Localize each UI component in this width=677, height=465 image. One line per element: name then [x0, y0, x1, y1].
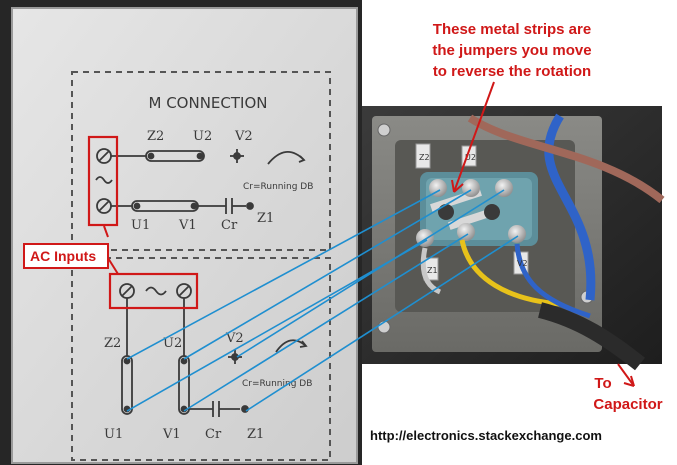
top-label-z2: Z2: [147, 129, 164, 144]
top-schematic: [95, 148, 306, 214]
bottom-label-u2: U2: [163, 336, 182, 351]
jumpers-arrow: [451, 81, 495, 193]
capacitor-note-line-1: To: [594, 375, 611, 392]
top-cap-note: Cr=Running DB: [243, 182, 313, 192]
tag-label-z1: Z1: [427, 266, 438, 275]
top-dashed-border: [71, 71, 331, 251]
bottom-schematic-labels: Z2 U2 V2 U1 V1 Cr Z1 Cr=Running DB: [104, 331, 312, 442]
bottom-label-v1: V1: [162, 427, 181, 442]
source-url: http://electronics.stackexchange.com: [370, 428, 602, 443]
top-label-v2: V2: [234, 129, 253, 144]
capacitor-arrow: [617, 363, 635, 387]
bottom-cap-note: Cr=Running DB: [242, 379, 312, 389]
tag-label-u2: U2: [465, 153, 476, 162]
tag-label-v2: V2: [517, 259, 528, 268]
ac-inputs-connector-top: [103, 225, 109, 238]
tag-label-z2: Z2: [419, 153, 430, 162]
jumpers-note-line-2: the jumpers you move: [432, 42, 591, 59]
ac-inputs-connector-bottom: [107, 257, 119, 275]
top-schematic-labels: Z2 U2 V2 U1 V1 Cr Z1 Cr=Running DB: [131, 129, 313, 233]
bottom-label-z1: Z1: [247, 427, 264, 442]
jumpers-note: These metal strips are the jumpers you m…: [432, 21, 591, 80]
terminal-box-photo: [362, 106, 665, 371]
bottom-label-v2: V2: [225, 331, 244, 346]
nameplate-photo: [0, 0, 362, 465]
ac-inputs-label: AC Inputs: [30, 248, 96, 264]
photo-tag-labels: Z2 U2 V2 Z1: [419, 153, 528, 275]
plate-title: M CONNECTION: [149, 94, 268, 112]
top-label-u2: U2: [193, 129, 212, 144]
capacitor-note: To Capacitor: [593, 375, 662, 413]
capacitor-note-line-2: Capacitor: [593, 396, 662, 413]
bottom-dashed-border: [71, 257, 331, 461]
ac-inputs-callout-box: [23, 243, 109, 269]
top-label-v1: V1: [178, 218, 197, 233]
ac-inputs-highlight-bottom: [108, 272, 199, 310]
top-label-z1: Z1: [257, 211, 274, 226]
mapping-lines: [126, 189, 519, 412]
bottom-label-z2: Z2: [104, 336, 121, 351]
ac-inputs-highlight-top: [87, 135, 119, 227]
bottom-label-cr: Cr: [205, 427, 222, 442]
bottom-label-u1: U1: [104, 427, 123, 442]
top-label-cr: Cr: [221, 218, 238, 233]
top-label-u1: U1: [131, 218, 150, 233]
jumpers-note-line-3: to reverse the rotation: [433, 63, 591, 80]
jumpers-note-line-1: These metal strips are: [433, 21, 591, 38]
